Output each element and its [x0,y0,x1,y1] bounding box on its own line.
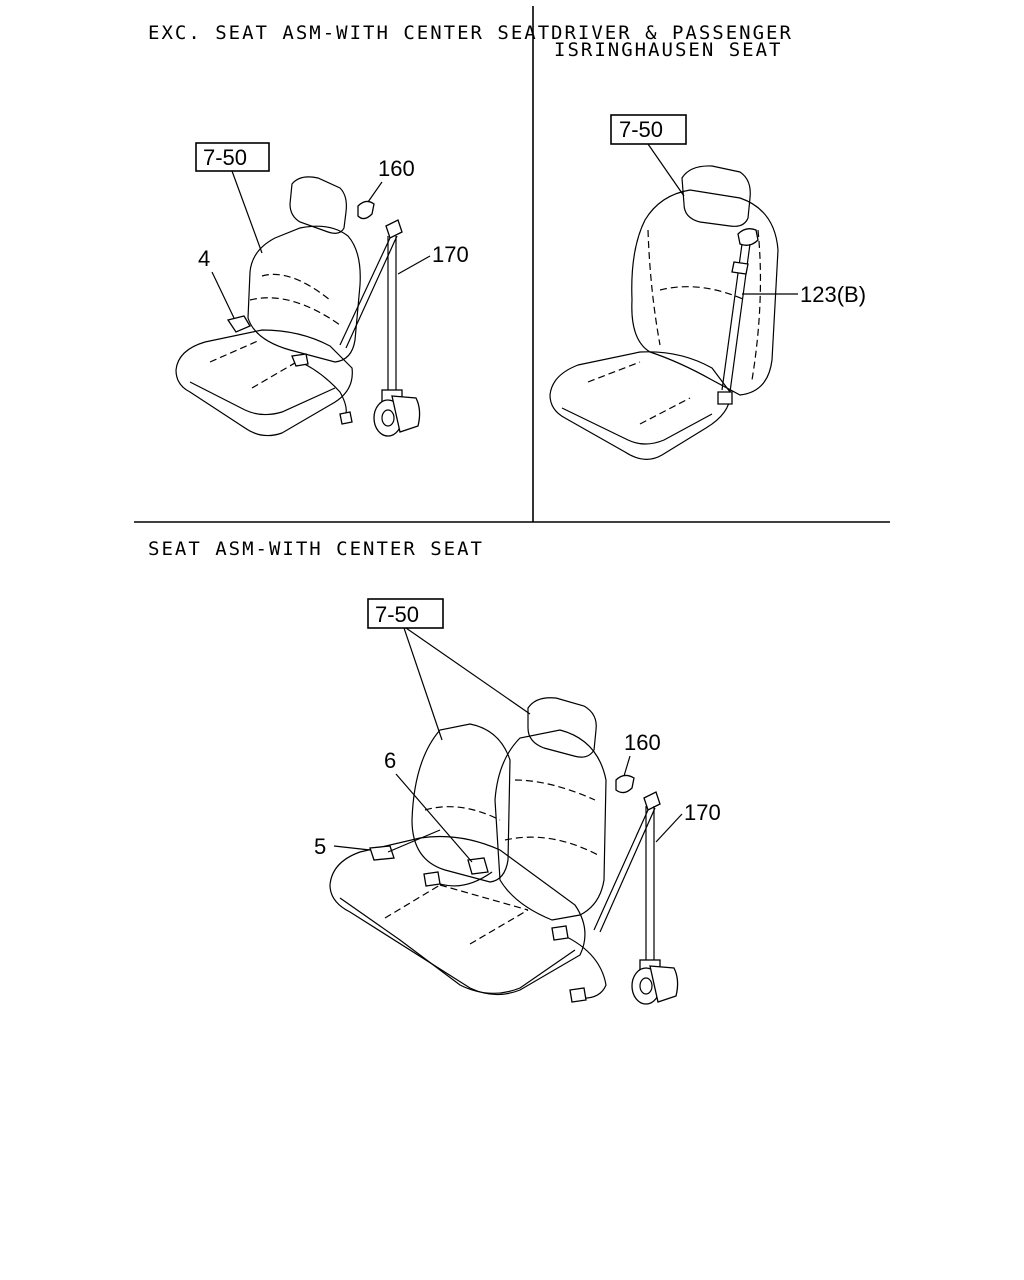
bench-seat-illustration-bottom [329,697,679,1005]
svg-text:7-50: 7-50 [203,145,247,170]
leader-5 [333,845,371,851]
seat-illustration-top-left [175,176,421,437]
panel-top-left: EXC. SEAT ASM-WITH CENTER SEAT 7-50 [148,22,551,437]
panel-bottom: SEAT ASM-WITH CENTER SEAT 7-50 [148,538,721,1005]
leader-6 [395,773,473,863]
leader-160-bottom [623,755,631,777]
callout-5: 5 [314,834,326,859]
callout-170-bottom: 170 [684,800,721,825]
callout-160-top: 160 [378,156,415,181]
leader-170-bottom [655,813,683,843]
ref-box-top-right: 7-50 [610,114,687,197]
panel-title-top-right-line1: DRIVER & PASSENGER [551,22,793,44]
svg-text:7-50: 7-50 [375,602,419,627]
callout-170-top: 170 [432,242,469,267]
svg-text:7-50: 7-50 [619,117,663,142]
panel-title-top-left: EXC. SEAT ASM-WITH CENTER SEAT [148,22,551,44]
callout-6: 6 [384,748,396,773]
panel-top-right: DRIVER & PASSENGER ISRINGHAUSEN SEAT 7-5… [549,22,866,460]
leader-160-top [367,181,383,203]
panel-title-top-right-line2: ISRINGHAUSEN SEAT [554,39,782,61]
callout-160-bottom: 160 [624,730,661,755]
callout-4: 4 [198,246,210,271]
leader-6-box [387,829,441,853]
panel-title-bottom: SEAT ASM-WITH CENTER SEAT [148,538,484,560]
seat-illustration-top-right [549,165,779,460]
leader-4 [211,271,235,319]
ref-box-bottom: 7-50 [367,598,531,741]
callout-123b: 123(B) [800,282,866,307]
ref-box-top-left: 7-50 [195,142,270,254]
leader-170-top [397,255,431,275]
